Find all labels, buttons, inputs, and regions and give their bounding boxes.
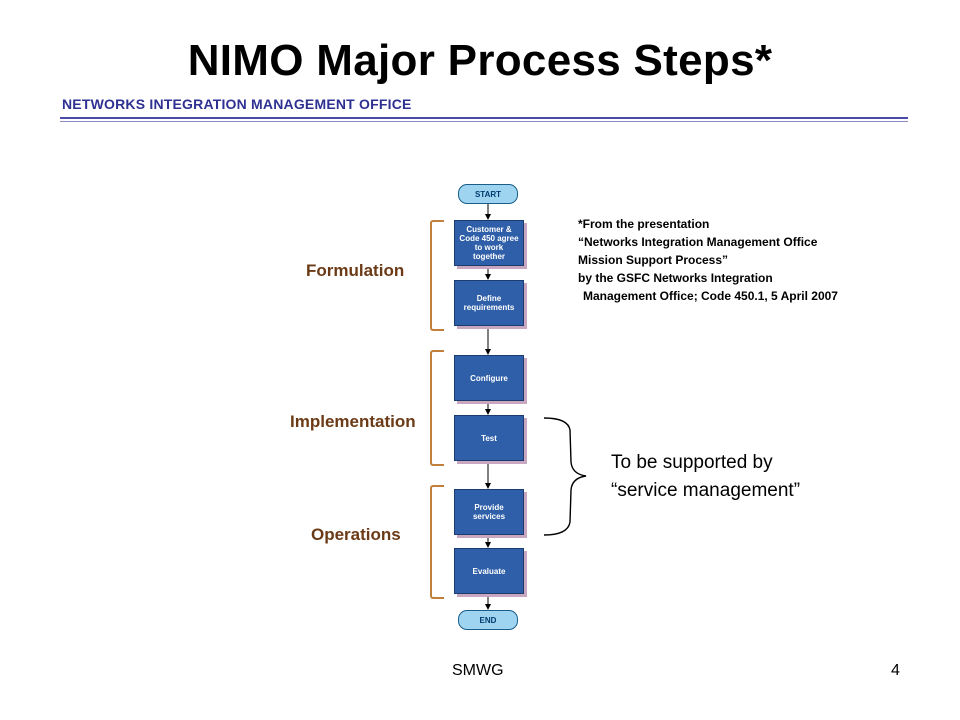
support-line: To be supported by (611, 452, 773, 473)
footnote-line: by the GSFC Networks Integration (578, 271, 773, 285)
flow-step-label: Provide services (472, 503, 506, 521)
footnote-line: “Networks Integration Management Office (578, 235, 818, 249)
flow-start-node: START (458, 184, 518, 204)
page-number: 4 (891, 662, 900, 679)
footer-label: SMWG (452, 662, 504, 679)
flow-step-label: Test (481, 433, 497, 443)
flow-step-label: Define requirements (463, 294, 515, 312)
footnote-line: *From the presentation (578, 217, 710, 231)
title-rule (60, 117, 908, 119)
flow-end-node: END (458, 610, 518, 630)
footnote-line: Management Office; Code 450.1, 5 April 2… (583, 289, 838, 303)
flow-step-label: Evaluate (472, 566, 506, 576)
flow-step-agree: Customer & Code 450 agree to work togeth… (454, 220, 524, 266)
flow-step-define-requirements: Define requirements (454, 280, 524, 326)
page-subtitle: NETWORKS INTEGRATION MANAGEMENT OFFICE (62, 96, 412, 112)
flow-step-provide-services: Provide services (454, 489, 524, 535)
support-brace (543, 417, 587, 536)
source-footnote: *From the presentation “Networks Integra… (578, 215, 838, 305)
flow-step-label: Configure (470, 373, 508, 383)
support-line: “service management” (611, 480, 801, 501)
phase-bracket-operations (430, 485, 444, 599)
flow-step-label: Customer & Code 450 agree to work togeth… (459, 225, 519, 261)
flow-step-test: Test (454, 415, 524, 461)
page-title: NIMO Major Process Steps* (187, 36, 773, 85)
phase-label-implementation: Implementation (290, 412, 416, 431)
phase-label-formulation: Formulation (306, 261, 405, 280)
title-rule-thin (60, 121, 908, 122)
flow-step-configure: Configure (454, 355, 524, 401)
phase-bracket-implementation (430, 350, 444, 466)
phase-bracket-formulation (430, 220, 444, 331)
phase-label-operations: Operations (311, 525, 401, 544)
service-management-note: To be supported by “service management” (611, 449, 800, 505)
footnote-line: Mission Support Process” (578, 253, 729, 267)
flow-step-evaluate: Evaluate (454, 548, 524, 594)
